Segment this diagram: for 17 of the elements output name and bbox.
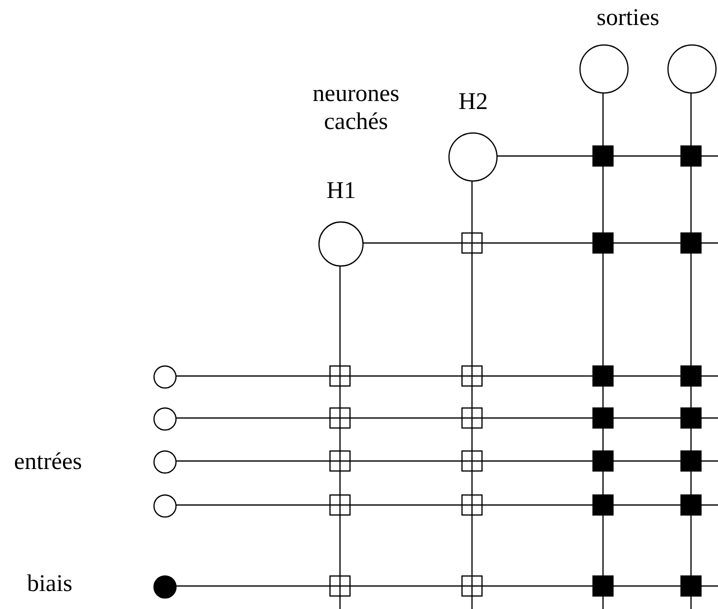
connection-line: [471, 180, 473, 609]
group-label: neurones cachés: [312, 80, 400, 136]
connection-line: [496, 155, 718, 157]
connection-line: [175, 417, 718, 419]
node-caption: biais: [27, 570, 72, 598]
connection-line: [175, 585, 718, 587]
group-label: entrées: [13, 448, 83, 476]
group-label: sorties: [596, 4, 660, 32]
connection-line: [602, 92, 604, 609]
connection-line: [175, 460, 718, 462]
connection-line: [690, 92, 692, 609]
neuron-label: H1: [326, 177, 356, 205]
neuron-label: H2: [458, 88, 488, 116]
connection-line: [175, 504, 718, 506]
connection-line: [339, 265, 341, 609]
connection-line: [175, 375, 718, 377]
connection-line: [362, 242, 718, 244]
